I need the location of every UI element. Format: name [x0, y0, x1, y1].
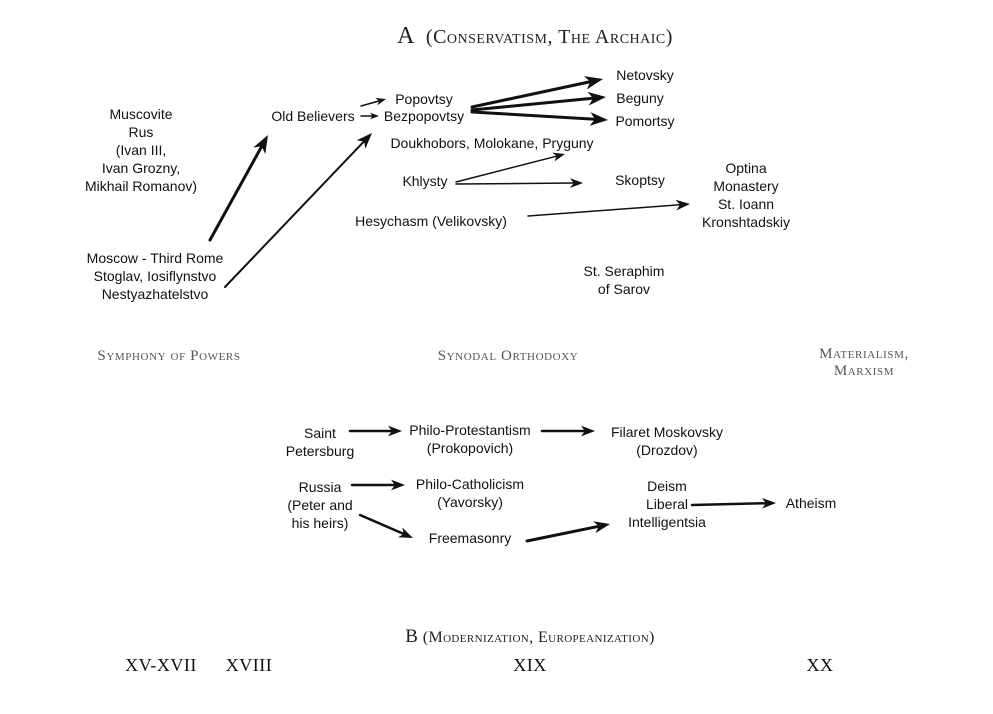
- node-pomortsy: Pomortsy: [615, 113, 675, 129]
- node-russia-peter: Russia (Peter and his heirs): [287, 479, 353, 531]
- arrow-russia-to-philo-catholicism: [350, 479, 405, 491]
- band-symphony-of-powers: Symphony of Powers: [97, 348, 241, 364]
- node-bezpopovtsy: Bezpopovtsy: [383, 108, 465, 124]
- node-muscovite-rus: Muscovite Rus (Ivan III, Ivan Grozny, Mi…: [84, 106, 198, 194]
- arrow-bezpopovtsy-to-beguny: [470, 91, 606, 112]
- node-doukhobors: Doukhobors, Molokane, Pryguny: [390, 135, 594, 151]
- arrow-third-rome-to-old-believers-shaft: [208, 142, 265, 242]
- arrow-petersburg-to-philo-protestantism: [348, 425, 402, 437]
- header-b-letter: B: [405, 626, 419, 647]
- arrow-bezpopovtsy-to-beguny-head: [587, 91, 606, 106]
- arrow-russia-to-philo-catholicism-head: [391, 479, 405, 491]
- arrow-bezpopovtsy-to-pomortsy-shaft: [470, 110, 599, 121]
- arrow-freemasonry-to-deism-shaft: [525, 524, 603, 543]
- arrow-khlysty-to-doukhobors: [455, 152, 565, 183]
- node-beguny: Beguny: [616, 90, 664, 106]
- node-popovtsy: Popovtsy: [395, 91, 453, 107]
- arrow-third-rome-to-bezpopovtsy-shaft: [224, 138, 367, 288]
- era-xx: XX: [806, 655, 834, 675]
- arrow-russia-to-freemasonry: [358, 513, 413, 538]
- era-xv-xvii: XV-XVII: [125, 655, 197, 675]
- header-a: A (Conservatism, The Archaic): [397, 23, 673, 49]
- arrow-deism-to-atheism-shaft: [690, 501, 769, 507]
- node-philo-catholicism: Philo-Catholicism (Yavorsky): [415, 476, 525, 510]
- arrow-russia-to-freemasonry-head: [398, 527, 413, 538]
- arrow-bezpopovtsy-to-netovsky-shaft: [470, 79, 594, 109]
- arrow-freemasonry-to-deism: [525, 521, 610, 543]
- era-xix: XIX: [513, 655, 547, 675]
- arrow-old-believers-to-popovtsy-shaft: [360, 99, 381, 107]
- arrow-old-believers-to-bezpopovtsy: [360, 112, 379, 120]
- header-a-subtitle: (Conservatism, The Archaic): [425, 26, 673, 48]
- node-netovsky: Netovsky: [616, 67, 674, 83]
- arrow-khlysty-to-skoptsy: [455, 178, 583, 189]
- arrow-bezpopovtsy-to-netovsky: [470, 76, 603, 109]
- arrow-old-believers-to-popovtsy-head: [375, 98, 386, 106]
- arrow-russia-to-freemasonry-shaft: [358, 513, 407, 536]
- band-materialism-marxism: Materialism, Marxism: [819, 346, 909, 379]
- arrow-deism-to-atheism: [690, 498, 776, 509]
- node-khlysty: Khlysty: [402, 173, 448, 189]
- arrow-hesychasm-to-optina: [527, 199, 690, 217]
- arrow-hesychasm-to-optina-shaft: [527, 203, 683, 217]
- arrow-philo-protestantism-to-filaret-head: [581, 425, 595, 437]
- arrow-bezpopovtsy-to-pomortsy: [470, 110, 608, 126]
- arrow-bezpopovtsy-to-netovsky-head: [583, 76, 603, 90]
- arrow-third-rome-to-bezpopovtsy: [224, 133, 372, 288]
- arrow-old-believers-to-popovtsy: [360, 98, 386, 107]
- node-old-believers: Old Believers: [271, 108, 355, 124]
- era-xviii: XVIII: [225, 655, 273, 675]
- arrow-petersburg-to-philo-protestantism-head: [388, 425, 402, 437]
- node-atheism: Atheism: [785, 495, 837, 511]
- node-skoptsy: Skoptsy: [615, 172, 665, 188]
- node-philo-protestantism: Philo-Protestantism (Prokopovich): [409, 422, 531, 456]
- node-filaret-moskovsky: Filaret Moskovsky (Drozdov): [610, 424, 724, 458]
- arrow-bezpopovtsy-to-beguny-shaft: [470, 96, 597, 112]
- arrow-old-believers-to-bezpopovtsy-head: [370, 112, 379, 120]
- band-synodal-orthodoxy: Synodal Orthodoxy: [437, 348, 579, 364]
- header-b: B (Modernization, Europeanization): [405, 626, 655, 647]
- node-freemasonry: Freemasonry: [428, 530, 512, 546]
- arrow-third-rome-to-bezpopovtsy-head: [356, 133, 372, 149]
- arrow-khlysty-to-doukhobors-head: [552, 152, 565, 162]
- node-saint-petersburg: Saint Petersburg: [285, 425, 355, 459]
- node-deism-liberal-intelligentsia: Deism Liberal Intelligentsia: [628, 478, 706, 530]
- arrow-deism-to-atheism-head: [761, 498, 776, 509]
- arrow-khlysty-to-skoptsy-shaft: [455, 182, 576, 185]
- header-a-letter: A: [397, 23, 415, 49]
- arrow-khlysty-to-doukhobors-shaft: [455, 155, 559, 183]
- node-st-seraphim: St. Seraphim of Sarov: [583, 263, 665, 297]
- node-hesychasm: Hesychasm (Velikovsky): [355, 213, 507, 229]
- arrow-bezpopovtsy-to-pomortsy-head: [589, 112, 608, 126]
- node-optina-monastery: Optina Monastery St. Ioann Kronshtadskiy: [702, 160, 790, 230]
- arrow-khlysty-to-skoptsy-head: [569, 178, 583, 189]
- header-b-subtitle: (Modernization, Europeanization): [422, 629, 655, 646]
- arrow-third-rome-to-old-believers-head: [253, 135, 268, 155]
- node-moscow-third-rome: Moscow - Third Rome Stoglav, Iosiflynstv…: [86, 250, 224, 302]
- arrow-philo-protestantism-to-filaret: [540, 425, 595, 437]
- arrow-third-rome-to-old-believers: [208, 135, 268, 242]
- arrow-freemasonry-to-deism-head: [593, 521, 610, 534]
- arrow-hesychasm-to-optina-head: [675, 199, 690, 211]
